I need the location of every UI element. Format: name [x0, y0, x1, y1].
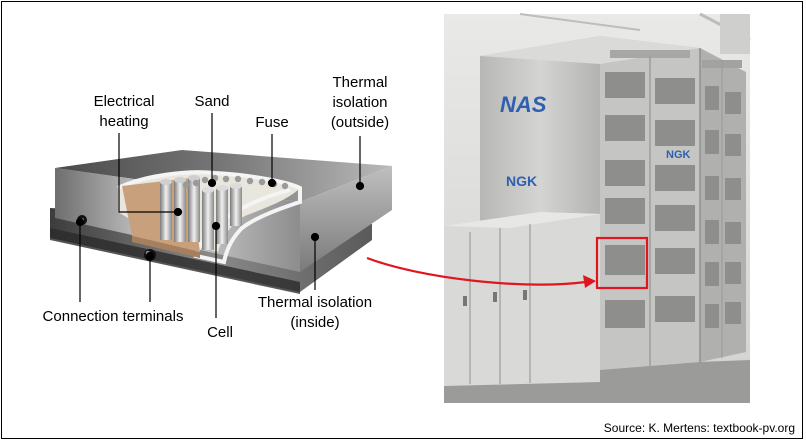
label-thermal-inside-line1: Thermal isolation [258, 294, 372, 311]
label-thermal-outside-line2: isolation [332, 94, 387, 111]
label-thermal-outside-line1: Thermal [332, 74, 387, 91]
label-thermal-inside-line2: (inside) [290, 314, 339, 331]
vent-grilles [605, 72, 741, 328]
label-electrical-heating-line1: Electrical [94, 93, 155, 110]
cabinet-front-low [444, 212, 600, 386]
label-sand: Sand [194, 93, 229, 110]
label-connection-terminals: Connection terminals [43, 308, 184, 325]
label-leaders [75, 113, 365, 318]
label-fuse: Fuse [255, 114, 288, 131]
label-cell: Cell [207, 324, 233, 341]
nas-installation-photo: NAS NGK NGK [444, 12, 751, 403]
cell-array [160, 174, 289, 250]
highlight-box [595, 236, 649, 290]
logo-ngk-upper: NGK [506, 173, 537, 189]
label-electrical-heating-line2: heating [99, 113, 148, 130]
thermal-isolation-outside-face [300, 166, 392, 272]
logo-ngk-lower: NGK [666, 149, 691, 161]
battery-cutaway-illustration [50, 150, 392, 294]
cell-cylinder [202, 190, 214, 250]
component-labels: Electrical heating Sand Fuse Thermal iso… [43, 74, 390, 341]
liner [117, 170, 302, 265]
pointer-arrow [366, 256, 596, 288]
logo-nas: NAS [500, 92, 547, 117]
source-credit: Source: K. Mertens: textbook-pv.org [604, 421, 795, 435]
label-thermal-outside-line3: (outside) [331, 114, 389, 131]
